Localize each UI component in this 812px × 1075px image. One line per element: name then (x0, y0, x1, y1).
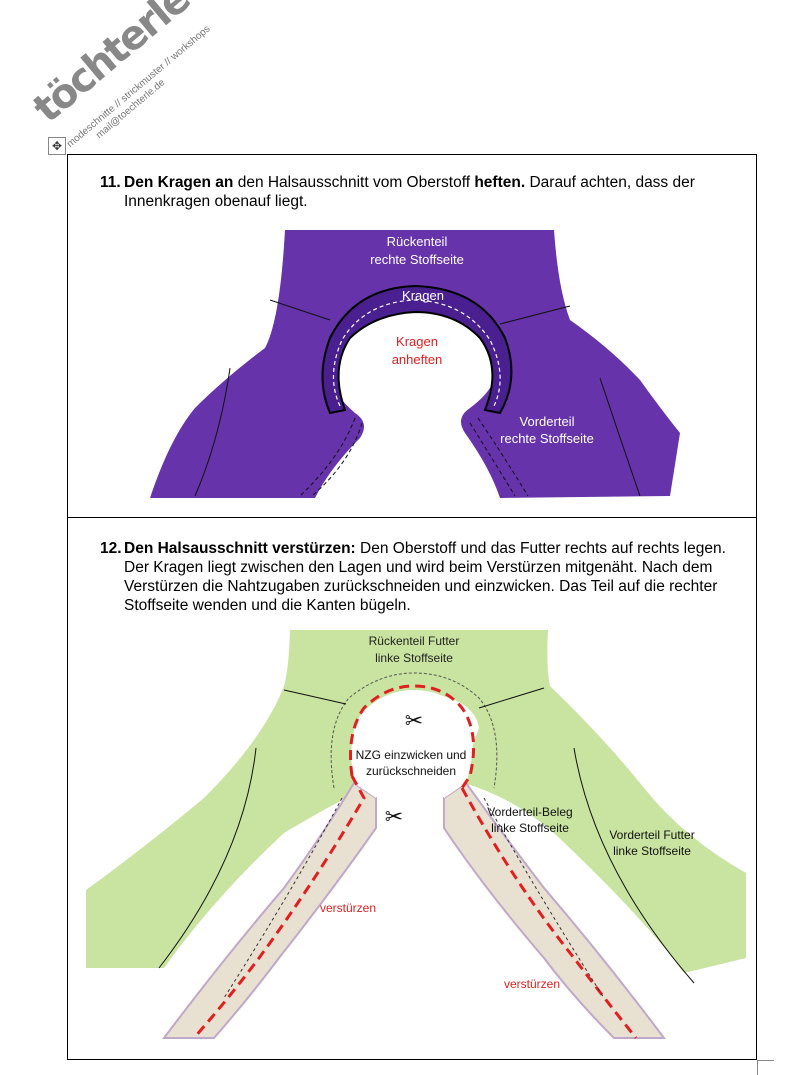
front-back-fabric (150, 230, 680, 498)
step-12-illustration: ✂ ✂ Rückenteil Futter linke Stoffseite N… (86, 630, 746, 1039)
left-facing (161, 781, 377, 1039)
facing-seam (483, 797, 605, 999)
step-text: Den Kragen an den Halsausschnitt vom Obe… (124, 173, 740, 211)
facing-label: Vorderteil-Beleg (487, 805, 572, 819)
baste-label: Kragen (396, 334, 438, 349)
step-text-part: den Halsausschnitt vom Oberstoff (233, 174, 475, 191)
page-corner-mark (757, 1060, 774, 1075)
lining-fabric (86, 630, 746, 973)
front-label: Vorderteil (520, 414, 575, 429)
shoulder-seam (269, 299, 331, 321)
lining-front-label: Vorderteil Futter (609, 828, 694, 842)
facing-seam (223, 797, 343, 999)
sew-label-left: verstürzen (320, 901, 376, 915)
facing-side-label: linke Stoffseite (491, 821, 569, 835)
sewing-line (460, 787, 638, 1039)
step-bold: Den Halsausschnitt verstürzen: (124, 540, 356, 557)
move-handle-icon[interactable]: ✥ (48, 137, 66, 155)
back-label: Rückenteil (387, 234, 448, 249)
step-bold: Den Kragen an (124, 174, 234, 191)
nzg-label: NZG einzwicken und (356, 748, 467, 762)
baste-label-2: anheften (392, 352, 443, 367)
basting-line (332, 299, 501, 407)
shoulder-seam (499, 305, 571, 325)
scissors-icon: ✂ (405, 708, 423, 733)
step-text-part: Den Oberstoff und das Futter rechts auf … (124, 540, 726, 614)
step-12-instruction: 12. Den Halsausschnitt verstürzen: Den O… (100, 539, 740, 615)
step-11-illustration: Rückenteil rechte Stoffseite Kragen Krag… (150, 230, 680, 498)
nzg-label-2: zurückschneiden (366, 764, 456, 778)
brand-logo: töchterle modeschnitte // strickmuster /… (0, 0, 213, 150)
step-number: 12. (100, 540, 122, 557)
seam-allowance-line (299, 417, 356, 497)
shoulder-seam (478, 687, 545, 709)
step-12-panel (67, 517, 757, 1060)
armhole-seam (158, 747, 257, 969)
lining-back-side-label: linke Stoffseite (375, 651, 453, 665)
lining-back-label: Rückenteil Futter (369, 634, 460, 648)
seam-allowance-line (477, 417, 529, 497)
back-side-label: rechte Stoffseite (370, 252, 464, 267)
armhole-seam (599, 377, 641, 497)
step-text: Den Halsausschnitt verstürzen: Den Obers… (124, 539, 740, 615)
step-11-instruction: 11. Den Kragen an den Halsausschnitt vom… (100, 173, 740, 211)
sewing-line (192, 775, 366, 1039)
step-number: 11. (100, 174, 121, 191)
sew-label-right: verstürzen (504, 977, 560, 991)
neck-opening (351, 690, 473, 798)
step-text-part: Darauf achten, dass der Innenkragen oben… (124, 174, 695, 210)
armhole-seam (573, 747, 695, 984)
seam-allowance-line (469, 422, 516, 497)
armhole-seam (194, 367, 231, 497)
neck-opening-inner (373, 702, 452, 793)
seam-allowance-line (311, 422, 363, 497)
shoulder-seam (283, 689, 347, 705)
front-side-label: rechte Stoffseite (500, 431, 594, 446)
right-facing (443, 781, 667, 1039)
collar-outline (330, 672, 498, 789)
collar-label: Kragen (402, 288, 444, 303)
sewing-line (349, 684, 476, 789)
step-bold: heften. (474, 174, 526, 191)
scissors-icon: ✂ (385, 804, 403, 829)
collar-piece (321, 284, 513, 415)
lining-front-side-label: linke Stoffseite (613, 844, 691, 858)
